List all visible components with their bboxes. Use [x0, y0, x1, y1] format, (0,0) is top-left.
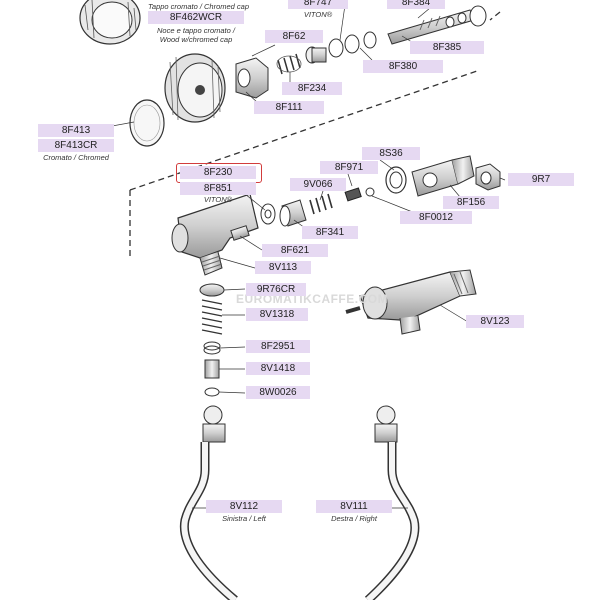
spring-8f234 [276, 53, 302, 75]
part-label-8f234: 8F234 [282, 82, 342, 95]
nut-9r76cr [199, 283, 225, 297]
plunger-8v1418 [204, 359, 220, 379]
part-label-9r7: 9R7 [508, 173, 574, 186]
part-label-8f413: 8F413 [38, 124, 114, 137]
pipe-left-8v112 [179, 405, 238, 600]
knob-middle [164, 53, 226, 123]
pin-8f971 [344, 187, 362, 202]
part-label-8f111: 8F111 [254, 101, 324, 114]
part-sublabel-noce: Noce e tappo cromato / [157, 26, 235, 35]
part-sublabel-viton-mid: VITON® [203, 195, 233, 204]
part-label-8f230: 8F230 [180, 166, 256, 179]
part-label-8w0026: 8W0026 [246, 386, 310, 399]
part-label-8f851: 8F851 [180, 182, 256, 195]
part-label-9v066: 9V066 [290, 178, 346, 191]
part-label-8f971: 8F971 [320, 161, 378, 174]
part-label-8f747: 8F747 [288, 0, 348, 9]
part-label-8f62: 8F62 [265, 30, 323, 43]
part-label-8f341: 8F341 [302, 226, 358, 239]
part-label-8f2951: 8F2951 [246, 340, 310, 353]
seal-8w0026 [204, 387, 220, 397]
fitting-8f621 [230, 225, 250, 241]
part-sublabel-wood: Wood w/chromed cap [159, 35, 233, 44]
flange-8f156 [411, 155, 475, 197]
part-label-8f384: 8F384 [387, 0, 445, 9]
spring-8v1318 [201, 299, 223, 335]
disk-cap [129, 99, 165, 147]
part-sublabel-viton-top: VITON® [303, 10, 333, 19]
part-sublabel-cromato: Cromato / Chromed [43, 153, 109, 162]
pipe-right-8v111 [364, 405, 420, 600]
part-label-8f621: 8F621 [262, 244, 328, 257]
seal-8f230 [260, 203, 276, 225]
part-label-8v112: 8V112 [206, 500, 282, 513]
part-label-8v1418: 8V1418 [246, 362, 310, 375]
part-label-8f380: 8F380 [363, 60, 443, 73]
part-label-8v123: 8V123 [466, 315, 524, 328]
valve-body [171, 193, 259, 276]
washer-8f62 [305, 46, 327, 64]
nut-8f111 [235, 57, 269, 99]
part-label-9r76cr: 9R76CR [246, 283, 306, 296]
part-sublabel-sinistra: Sinistra / Left [222, 514, 266, 523]
gasket-8s36 [385, 166, 407, 194]
ball-8f0012 [365, 187, 375, 197]
bushing-8f341 [279, 199, 307, 227]
washers-8f384 [445, 5, 487, 28]
part-label-8s36: 8S36 [362, 147, 420, 160]
nut-9r7 [475, 163, 501, 191]
part-label-8f462wcr: 8F462WCR [148, 11, 244, 24]
part-label-8f0012: 8F0012 [400, 211, 472, 224]
part-label-8v113: 8V113 [255, 261, 311, 274]
knob-top [79, 0, 141, 45]
spring-9v066 [309, 193, 333, 215]
part-label-8f156: 8F156 [443, 196, 499, 209]
part-label-8f413cr: 8F413CR [38, 139, 114, 152]
part-label-8v111: 8V111 [316, 500, 392, 513]
part-sublabel-tappo: Tappo cromato / Chromed cap [148, 2, 250, 11]
valve-8v123 [345, 269, 477, 335]
part-label-8v1318: 8V1318 [246, 308, 308, 321]
part-label-8f385: 8F385 [410, 41, 484, 54]
clip-8f2951 [203, 341, 221, 355]
washers-8f747 [328, 31, 377, 58]
part-sublabel-destra: Destra / Right [331, 514, 377, 523]
leader-lines [89, 4, 506, 509]
